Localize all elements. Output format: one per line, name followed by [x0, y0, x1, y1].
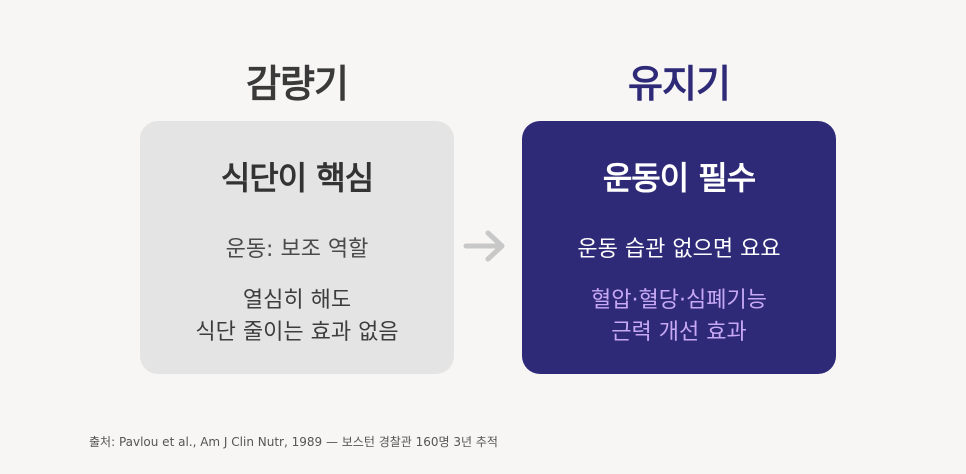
heading-maintenance-phase: 유지기	[628, 62, 731, 106]
weight-loss-card-body: 열심히 해도 식단 줄이는 효과 없음	[140, 285, 454, 349]
maintenance-card-title: 운동이 필수	[602, 159, 756, 197]
heading-weight-loss-phase: 감량기	[246, 62, 349, 106]
weight-loss-body-line: 식단 줄이는 효과 없음	[195, 320, 399, 345]
maintenance-card: 운동이 필수 운동 습관 없으면 요요 혈압·혈당·심폐기능 근력 개선 효과	[522, 121, 836, 374]
maintenance-body-line: 혈압·혈당·심폐기능	[591, 288, 767, 313]
maintenance-card-body: 혈압·혈당·심폐기능 근력 개선 효과	[522, 285, 836, 349]
weight-loss-card-title: 식단이 핵심	[220, 159, 374, 197]
maintenance-body-line: 근력 개선 효과	[611, 320, 747, 345]
right-arrow-icon	[463, 230, 505, 262]
weight-loss-card: 식단이 핵심 운동: 보조 역할 열심히 해도 식단 줄이는 효과 없음	[140, 121, 454, 374]
weight-loss-body-line: 열심히 해도	[242, 288, 352, 313]
weight-loss-card-subtitle: 운동: 보조 역할	[225, 237, 369, 262]
source-citation: 출처: Pavlou et al., Am J Clin Nutr, 1989 …	[89, 435, 498, 449]
maintenance-card-subtitle: 운동 습관 없으면 요요	[577, 237, 781, 262]
